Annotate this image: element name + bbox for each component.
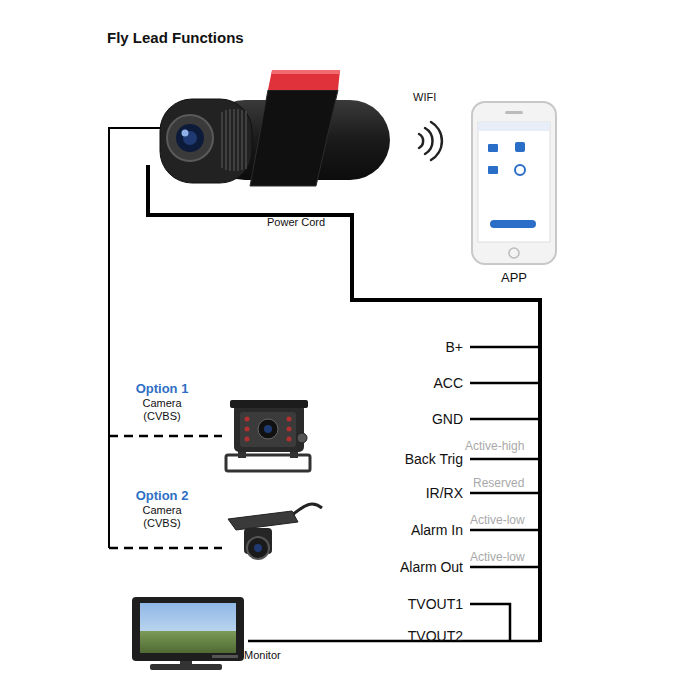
wire-label: Power Cord xyxy=(267,216,325,229)
wire-label: WIFI xyxy=(413,91,436,104)
camera-option: Option 2Camera (CVBS) xyxy=(112,488,212,540)
camera-option: Option 1Camera (CVBS) xyxy=(112,381,212,433)
optional-leads xyxy=(109,436,222,548)
smartphone xyxy=(472,102,556,264)
signal-note: Reserved xyxy=(473,476,524,490)
pin-name: TVOUT1 xyxy=(408,596,463,612)
pin-leads xyxy=(248,347,540,641)
pin-name: IR/RX xyxy=(426,485,463,501)
app-device: APP xyxy=(466,100,562,286)
pin-name: ACC xyxy=(433,375,463,391)
node-heading: APP xyxy=(466,270,562,286)
monitor xyxy=(132,597,244,670)
video-lead xyxy=(109,128,168,548)
pin-name: GND xyxy=(432,411,463,427)
pin-name: Back Trig xyxy=(405,451,463,467)
node-heading: Option 1 xyxy=(112,381,212,397)
box-camera xyxy=(226,400,310,471)
node-heading: Option 2 xyxy=(112,488,212,504)
signal-note: Active-high xyxy=(465,439,524,453)
node-heading: Monitor xyxy=(244,649,314,662)
dashcam xyxy=(160,70,390,186)
node-text: Camera (CVBS) xyxy=(136,397,188,423)
pin-name: Alarm In xyxy=(411,522,463,538)
signal-note: Active-low xyxy=(470,550,525,564)
pin-name: TVOUT2 xyxy=(408,628,463,644)
pin-name: Alarm Out xyxy=(400,559,463,575)
monitor-device: Monitor xyxy=(244,649,314,665)
wifi-symbol xyxy=(419,122,442,160)
diagram-title: Fly Lead Functions xyxy=(107,29,244,46)
node-text: Camera (CVBS) xyxy=(136,504,188,530)
pin-name: B+ xyxy=(445,339,463,355)
mini-camera xyxy=(228,504,322,559)
signal-note: Active-low xyxy=(470,513,525,527)
